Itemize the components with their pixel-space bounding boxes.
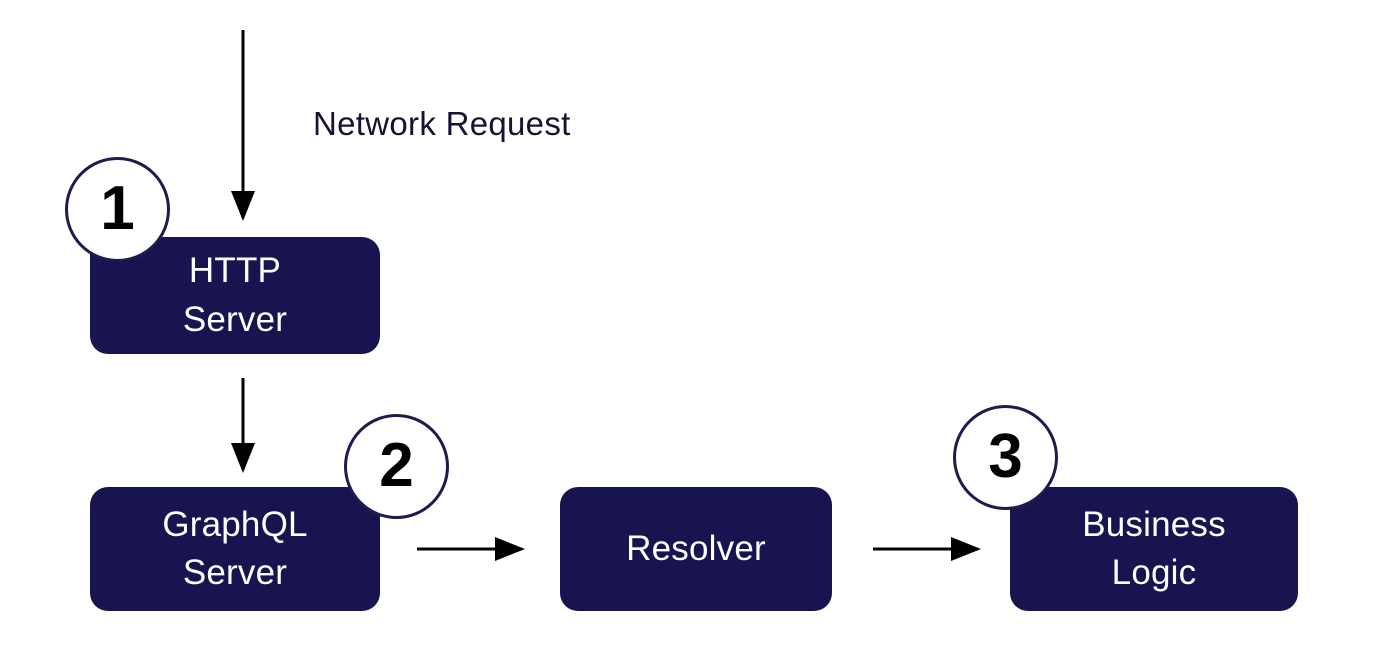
- edge-label-network-request: Network Request: [313, 105, 571, 142]
- node-http-server-label: HTTP Server: [182, 251, 288, 339]
- node-business-logic[interactable]: Business Logic: [1010, 487, 1298, 611]
- step-badge-3[interactable]: 3: [953, 405, 1058, 510]
- node-graphql-server[interactable]: GraphQL Server: [90, 487, 380, 611]
- node-resolver-label: Resolver: [626, 528, 766, 568]
- step-badge-2[interactable]: 2: [344, 414, 449, 519]
- node-resolver[interactable]: Resolver: [560, 487, 832, 611]
- node-business-logic-label: Business Logic: [1082, 504, 1226, 592]
- node-graphql-server-label: GraphQL Server: [162, 504, 308, 592]
- step-badge-1[interactable]: 1: [65, 157, 170, 262]
- step-badge-3-number: 3: [988, 421, 1023, 491]
- step-badge-2-number: 2: [379, 430, 414, 500]
- step-badge-1-number: 1: [100, 173, 135, 243]
